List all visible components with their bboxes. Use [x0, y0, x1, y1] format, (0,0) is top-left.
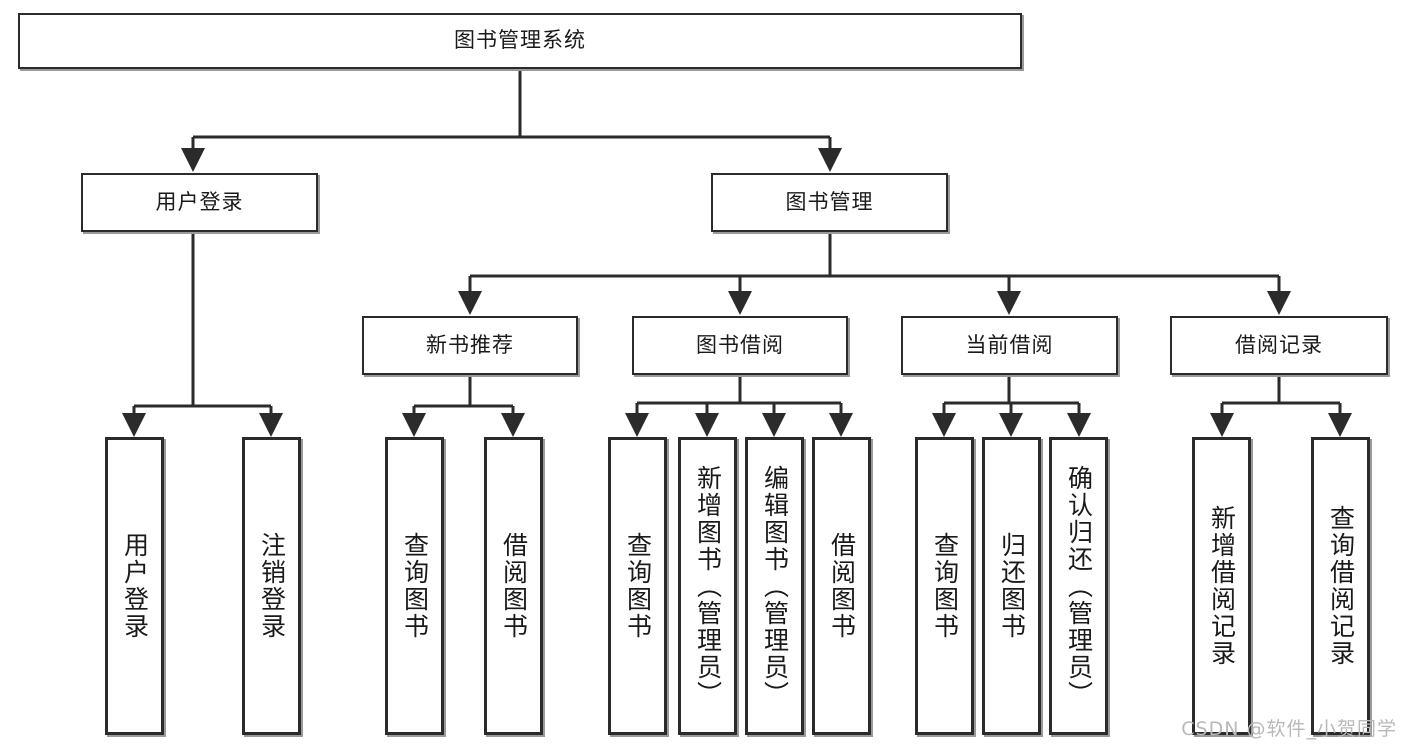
node-root-system[interactable]: 图书管理系统 — [18, 13, 1022, 69]
node-label: 归还图书 — [997, 532, 1027, 640]
node-label: 当前借阅 — [965, 332, 1054, 357]
node-label: 查询图书 — [930, 532, 960, 640]
leaf-recommend-query-book[interactable]: 查询图书 — [385, 437, 444, 735]
leaf-record-query-record[interactable]: 查询借阅记录 — [1311, 437, 1370, 735]
node-label: 图书借阅 — [696, 332, 784, 357]
leaf-borrow-edit-book-admin[interactable]: 编辑图书（管理员） — [745, 437, 804, 735]
node-label: 借阅图书 — [827, 532, 857, 640]
node-label: 查询借阅记录 — [1326, 505, 1356, 667]
node-label: 新书推荐 — [426, 332, 514, 357]
node-label: 确认归还（管理员） — [1064, 464, 1094, 708]
node-borrow-record[interactable]: 借阅记录 — [1170, 316, 1388, 375]
node-label: 查询图书 — [400, 532, 430, 640]
node-book-management[interactable]: 图书管理 — [711, 173, 948, 232]
node-label: 借阅图书 — [499, 532, 529, 640]
node-label: 注销登录 — [257, 532, 287, 640]
node-label: 图书管理 — [785, 189, 874, 214]
leaf-current-confirm-return-admin[interactable]: 确认归还（管理员） — [1049, 437, 1108, 735]
node-label: 新增图书（管理员） — [693, 464, 723, 708]
node-label: 新增借阅记录 — [1207, 505, 1237, 667]
leaf-borrow-add-book-admin[interactable]: 新增图书（管理员） — [678, 437, 737, 735]
node-current-borrow[interactable]: 当前借阅 — [901, 316, 1118, 375]
leaf-current-query-book[interactable]: 查询图书 — [915, 437, 974, 735]
leaf-user-login-login[interactable]: 用户登录 — [105, 437, 164, 735]
node-label: 编辑图书（管理员） — [760, 464, 790, 708]
leaf-borrow-query-book[interactable]: 查询图书 — [608, 437, 667, 735]
node-new-book-recommend[interactable]: 新书推荐 — [362, 316, 578, 375]
node-book-borrow[interactable]: 图书借阅 — [632, 316, 848, 375]
node-label: 图书管理系统 — [454, 28, 586, 53]
leaf-current-return-book[interactable]: 归还图书 — [982, 437, 1041, 735]
node-label: 借阅记录 — [1235, 332, 1323, 357]
watermark: CSDN @软件_小贺同学 — [1181, 718, 1397, 740]
leaf-recommend-borrow-book[interactable]: 借阅图书 — [484, 437, 543, 735]
leaf-user-login-logout[interactable]: 注销登录 — [242, 437, 301, 735]
leaf-borrow-borrow-book[interactable]: 借阅图书 — [812, 437, 871, 735]
leaf-record-add-record[interactable]: 新增借阅记录 — [1192, 437, 1251, 735]
node-label: 用户登录 — [155, 189, 244, 214]
node-label: 用户登录 — [120, 532, 150, 640]
node-label: 查询图书 — [623, 532, 653, 640]
node-user-login[interactable]: 用户登录 — [81, 173, 318, 232]
